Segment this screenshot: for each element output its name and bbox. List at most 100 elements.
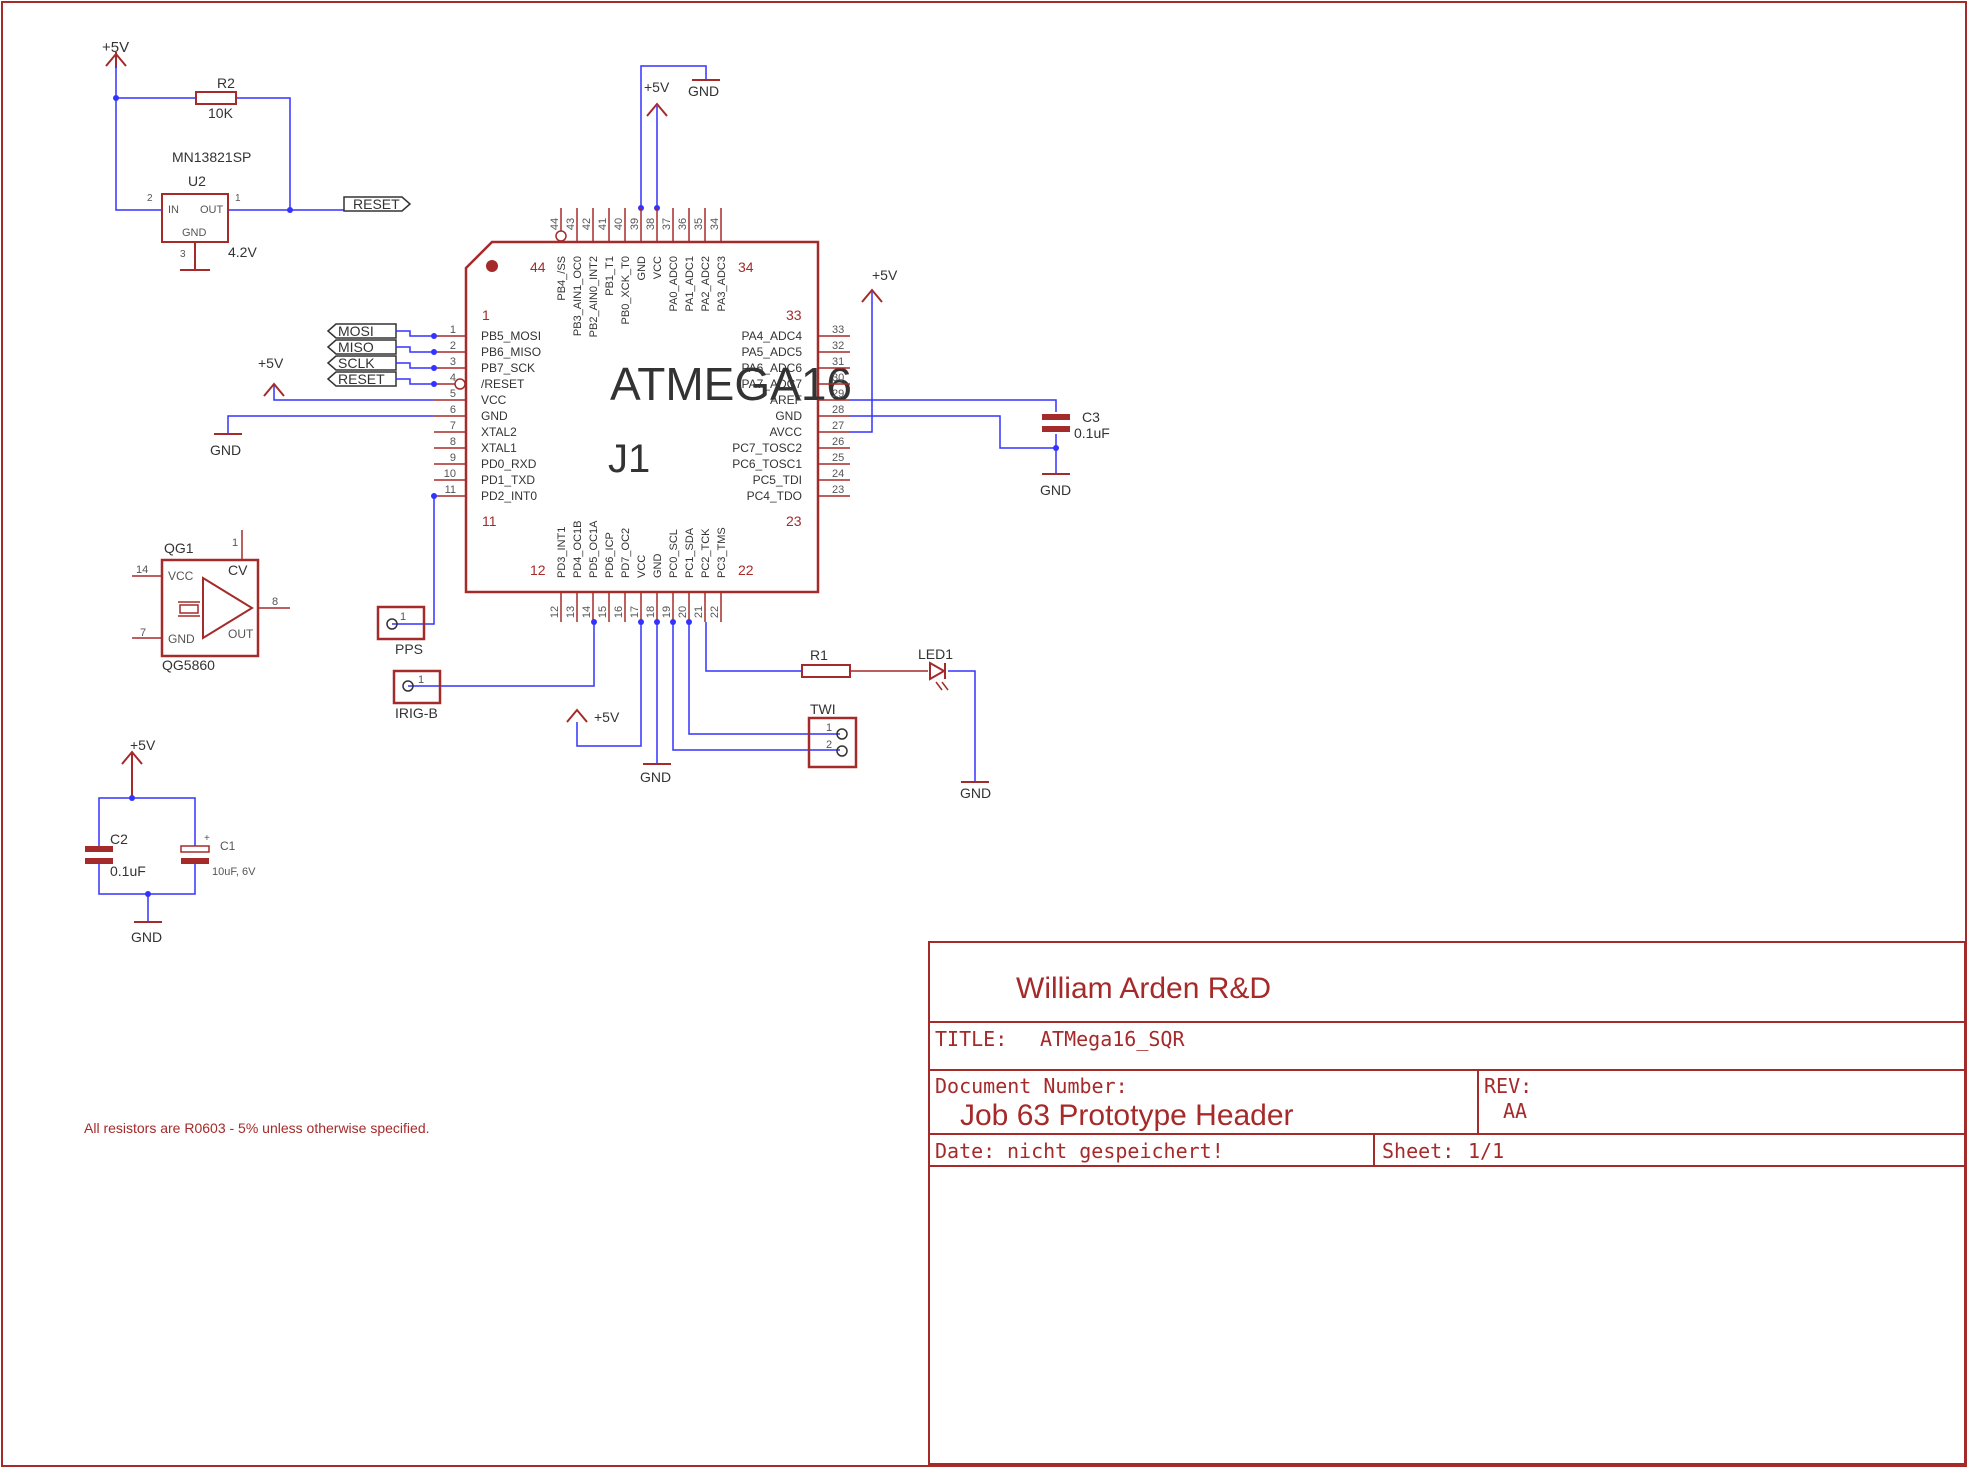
pin-number: 24	[832, 468, 844, 480]
pin-number: 33	[832, 324, 844, 336]
wire	[672, 622, 840, 751]
pin-number: 9	[450, 452, 456, 464]
wire	[396, 346, 434, 353]
pin-number: 20	[677, 606, 689, 618]
irig-pin: 1	[418, 674, 424, 686]
c2-ref: C2	[110, 831, 128, 847]
u2-ref: U2	[188, 173, 206, 189]
qg1-part: QG5860	[162, 657, 215, 673]
r2-value: 10K	[208, 105, 234, 121]
c1-polarity: +	[204, 833, 210, 844]
date-value: nicht gespeichert!	[1007, 1139, 1224, 1163]
mcu-name: ATMEGA16	[610, 358, 852, 410]
u2-pin1: 1	[235, 193, 241, 204]
pin-number: 4	[450, 372, 456, 384]
sheet-value: 1/1	[1468, 1139, 1504, 1163]
corner-num: 11	[482, 513, 497, 529]
rev-value: AA	[1503, 1099, 1527, 1123]
pin-number: 3	[450, 356, 456, 368]
pin-name: PD5_OC1A	[588, 520, 600, 578]
pin-number: 18	[645, 606, 657, 618]
twi-connector[interactable]: 1 2 TWI	[670, 619, 858, 769]
pin-number: 22	[709, 606, 721, 618]
vcc-label: +5V	[102, 39, 129, 56]
pin-name: /RESET	[481, 377, 525, 391]
pin-name: GND	[652, 554, 664, 579]
wire	[850, 415, 1056, 449]
mcu-bottom-power: +5V GND	[566, 619, 671, 785]
irig-connector[interactable]: 1 IRIG-B	[392, 619, 597, 721]
pin-number: 13	[565, 606, 577, 618]
capacitor-c1[interactable]: + C1 10uF, 6V	[180, 833, 256, 878]
corner-num: 23	[786, 513, 802, 529]
pin-name: GND	[481, 409, 508, 423]
pin-name: PB4_/SS	[556, 256, 568, 301]
qg1-vcc: VCC	[168, 569, 194, 583]
pin-name: PD2_INT0	[481, 489, 537, 503]
pin-name: PC6_TOSC1	[732, 457, 802, 471]
qg1-out: OUT	[228, 627, 254, 641]
led-led1[interactable]: LED1	[918, 646, 953, 691]
pin-name: PC0_SCL	[668, 529, 680, 578]
pin-number: 5	[450, 388, 456, 400]
pin1-dot	[486, 260, 498, 272]
wire	[392, 496, 435, 625]
net-label-text: MOSI	[338, 323, 374, 339]
regulator-u2[interactable]: MN13821SP U2 IN OUT GND 2 1 3 4.2V	[147, 149, 257, 271]
junction	[287, 207, 293, 213]
reset-bubble	[454, 378, 466, 390]
wire	[115, 98, 162, 211]
oscillator-qg1[interactable]: QG1 CV VCC GND OUT 14 7 8 1 QG5860	[132, 530, 290, 673]
c1-value: 10uF, 6V	[212, 866, 256, 878]
pin-name: VCC	[481, 393, 507, 407]
pin-number: 27	[832, 420, 844, 432]
pin-name: XTAL1	[481, 441, 517, 455]
gnd-label: GND	[640, 769, 671, 785]
pin-number: 32	[832, 340, 844, 352]
resistor-r2[interactable]: R2 10K	[195, 75, 237, 121]
pin-name: PB5_MOSI	[481, 329, 541, 343]
junction	[431, 365, 437, 371]
title-label: TITLE:	[935, 1027, 1007, 1051]
pin-name: VCC	[636, 555, 648, 578]
reset-net-text: RESET	[353, 196, 400, 212]
pin-name: PA4_ADC4	[742, 329, 803, 343]
mcu-top-power: GND +5V	[638, 65, 720, 211]
wire	[640, 65, 707, 208]
pin-number: 17	[629, 606, 641, 618]
resistor-r1[interactable]: R1	[801, 647, 851, 678]
pin-name: PC4_TDO	[747, 489, 802, 503]
pin-name: PD7_OC2	[620, 528, 632, 578]
pps-connector[interactable]: 1 PPS	[376, 493, 437, 657]
pin-number: 41	[597, 218, 609, 230]
wire	[850, 292, 873, 433]
capacitor-c2[interactable]: C2 0.1uF	[85, 831, 146, 879]
twi-pin2: 2	[826, 739, 832, 751]
pin-number: 43	[565, 218, 577, 230]
wire	[115, 66, 196, 99]
title-block: William Arden R&D TITLE: ATMega16_SQR Do…	[928, 941, 1966, 1465]
pin-number: 2	[450, 340, 456, 352]
pps-pin: 1	[400, 611, 406, 623]
pin-name: PD6_ICP	[604, 532, 616, 578]
pin-name: PA0_ADC0	[668, 256, 680, 311]
twi-ref: TWI	[810, 701, 836, 717]
pin-number: 19	[661, 606, 673, 618]
pin-name: PB1_T1	[604, 256, 616, 296]
vcc-label: +5V	[130, 737, 156, 753]
pin-name: PD1_TXD	[481, 473, 535, 487]
corner-num: 12	[530, 562, 546, 578]
right-pin-group: 33PA4_ADC432PA5_ADC531PA6_ADC630PA7_ADC7…	[732, 324, 850, 503]
capacitor-c3[interactable]: C3 0.1uF	[1042, 409, 1110, 441]
pin-number: 7	[450, 420, 456, 432]
u2-pin-in: IN	[168, 204, 179, 216]
qg1-pin8: 8	[272, 596, 278, 608]
vcc-label: +5V	[594, 709, 620, 725]
pin-number: 16	[613, 606, 625, 618]
pin-name: PD4_OC1B	[572, 521, 584, 578]
wire	[396, 330, 434, 337]
pin-number: 8	[450, 436, 456, 448]
led-circuit: GND R1 LED1	[705, 622, 991, 801]
